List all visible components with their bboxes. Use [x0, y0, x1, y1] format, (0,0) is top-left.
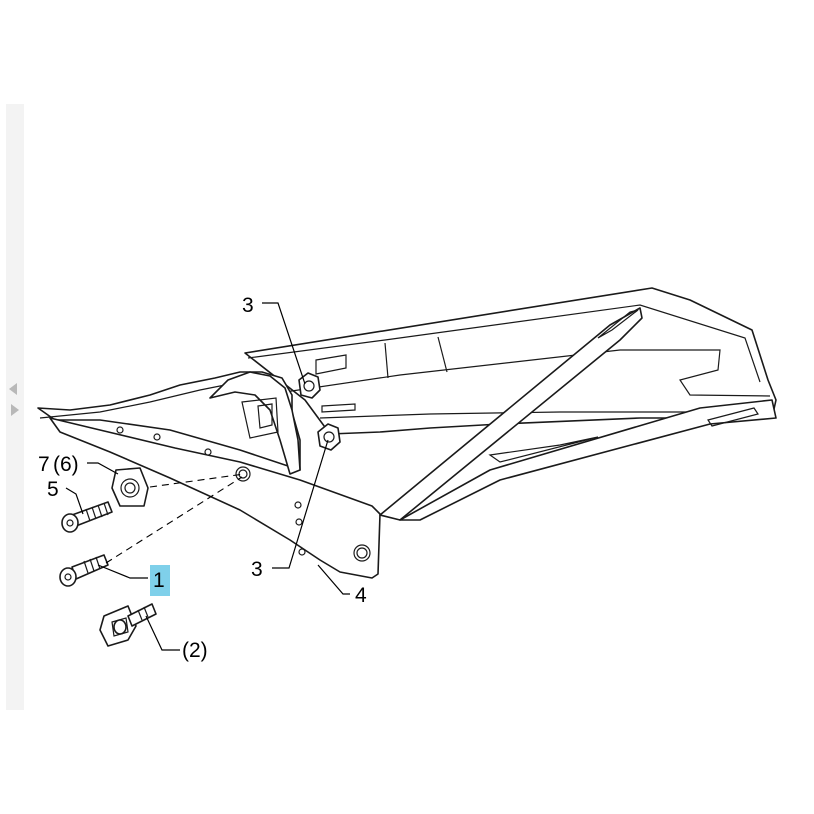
nut-lower[interactable]: [317, 423, 341, 451]
callout-nut-upper[interactable]: 3: [242, 294, 254, 317]
leader-screw-alt: [145, 615, 180, 651]
callout-frame[interactable]: 4: [355, 584, 367, 607]
leader-nut-upper: [262, 302, 306, 385]
callout-washer-alt[interactable]: (6): [53, 453, 79, 476]
selected-callout-highlight: [150, 565, 170, 596]
screw-selected[interactable]: [59, 554, 109, 587]
leader-frame: [317, 564, 350, 595]
leader-washer: [87, 462, 119, 475]
nut-upper[interactable]: [298, 372, 321, 399]
callout-screw-selected[interactable]: 1: [153, 569, 165, 592]
chevron-right-icon[interactable]: [11, 404, 19, 416]
square-washer[interactable]: [111, 467, 149, 507]
license-plate-bracket[interactable]: [37, 287, 777, 579]
callout-screw-upper[interactable]: 5: [47, 478, 59, 501]
callout-screw-alt[interactable]: (2): [182, 639, 208, 662]
chevron-left-icon[interactable]: [9, 383, 17, 395]
leader-nut-lower: [272, 439, 329, 569]
leader-screw-selected: [97, 564, 148, 579]
callout-washer[interactable]: 7: [38, 453, 50, 476]
callout-nut-lower[interactable]: 3: [251, 558, 263, 581]
leader-screw-upper: [65, 487, 84, 515]
screw-upper[interactable]: [61, 501, 113, 533]
screw-with-washer[interactable]: [99, 603, 157, 647]
